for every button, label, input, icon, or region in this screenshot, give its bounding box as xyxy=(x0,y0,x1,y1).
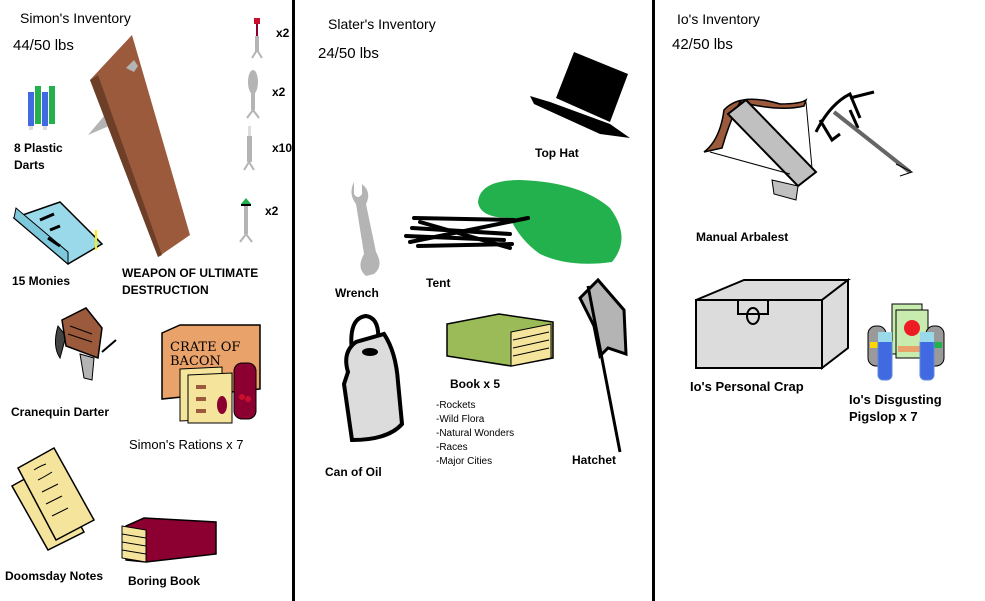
cranequin-icon[interactable] xyxy=(52,306,122,382)
item-label-line: Pigslop x 7 xyxy=(849,409,918,424)
top-hat-icon[interactable] xyxy=(530,50,630,140)
book-title: -Wild Flora xyxy=(436,414,485,425)
item-label: Io's Personal Crap xyxy=(690,379,804,394)
tent-icon[interactable] xyxy=(400,178,622,268)
book-title: -Rockets xyxy=(436,400,476,411)
crate-text: CRATE OF BACON xyxy=(170,340,241,369)
wooden-plank-weapon-icon[interactable] xyxy=(80,35,200,260)
dart-icon[interactable] xyxy=(246,68,260,120)
book-title: -Races xyxy=(436,442,468,453)
item-label: WEAPON OF ULTIMATE DESTRUCTION xyxy=(122,266,259,297)
item-label: 15 Monies xyxy=(12,274,71,288)
item-label: 8 Plastic Darts xyxy=(14,141,63,172)
item-label: Can of Oil xyxy=(325,465,382,479)
panel-title: Simon's Inventory xyxy=(20,10,131,26)
item-label: Hatchet xyxy=(572,453,617,467)
book-title-list: -Rockets -Wild Flora -Natural Wonders -R… xyxy=(436,399,514,469)
red-book-icon[interactable] xyxy=(120,516,220,564)
dart-icon[interactable] xyxy=(239,198,253,244)
hatchet-icon[interactable] xyxy=(578,276,630,456)
panel-title: Slater's Inventory xyxy=(328,16,436,32)
dart-quantity: x10 xyxy=(272,141,293,155)
dart-quantity: x2 xyxy=(272,85,286,99)
panel-divider-1 xyxy=(292,0,295,601)
wrench-icon[interactable] xyxy=(348,182,388,278)
weight-capacity: 44/50 lbs xyxy=(13,37,74,54)
item-label: Doomsday Notes xyxy=(5,569,104,583)
dart-quantity: x2 xyxy=(276,26,290,40)
book-title: -Natural Wonders xyxy=(436,428,515,439)
item-label: Top Hat xyxy=(535,146,579,160)
dart-quantity: x2 xyxy=(265,204,279,218)
item-label: Cranequin Darter xyxy=(11,405,110,419)
plastic-darts-icon[interactable] xyxy=(26,86,66,132)
item-label: Boring Book xyxy=(128,574,200,588)
arbalest-icon[interactable] xyxy=(700,90,920,210)
weight-capacity: 24/50 lbs xyxy=(318,45,379,62)
item-label: Manual Arbalest xyxy=(696,230,789,244)
item-label: Wrench xyxy=(335,286,379,300)
item-label: Book x 5 xyxy=(450,377,501,391)
oil-can-icon[interactable] xyxy=(336,312,422,446)
green-book-icon[interactable] xyxy=(443,312,555,368)
book-title: -Major Cities xyxy=(436,456,493,467)
dart-icon[interactable] xyxy=(243,126,256,172)
panel-divider-2 xyxy=(652,0,655,601)
money-book-icon[interactable] xyxy=(10,200,104,266)
pigslop-icon[interactable] xyxy=(866,302,948,384)
notes-icon[interactable] xyxy=(6,446,96,552)
item-label: Simon's Rations x 7 xyxy=(129,437,244,452)
dart-icon[interactable] xyxy=(251,18,264,60)
item-label: Tent xyxy=(426,276,451,290)
item-label-line: Io's Disgusting xyxy=(849,392,942,407)
weight-capacity: 42/50 lbs xyxy=(672,36,733,53)
item-label: Io's Disgusting Pigslop x 7 xyxy=(849,391,942,425)
panel-title: Io's Inventory xyxy=(677,11,760,27)
chest-icon[interactable] xyxy=(694,277,852,371)
